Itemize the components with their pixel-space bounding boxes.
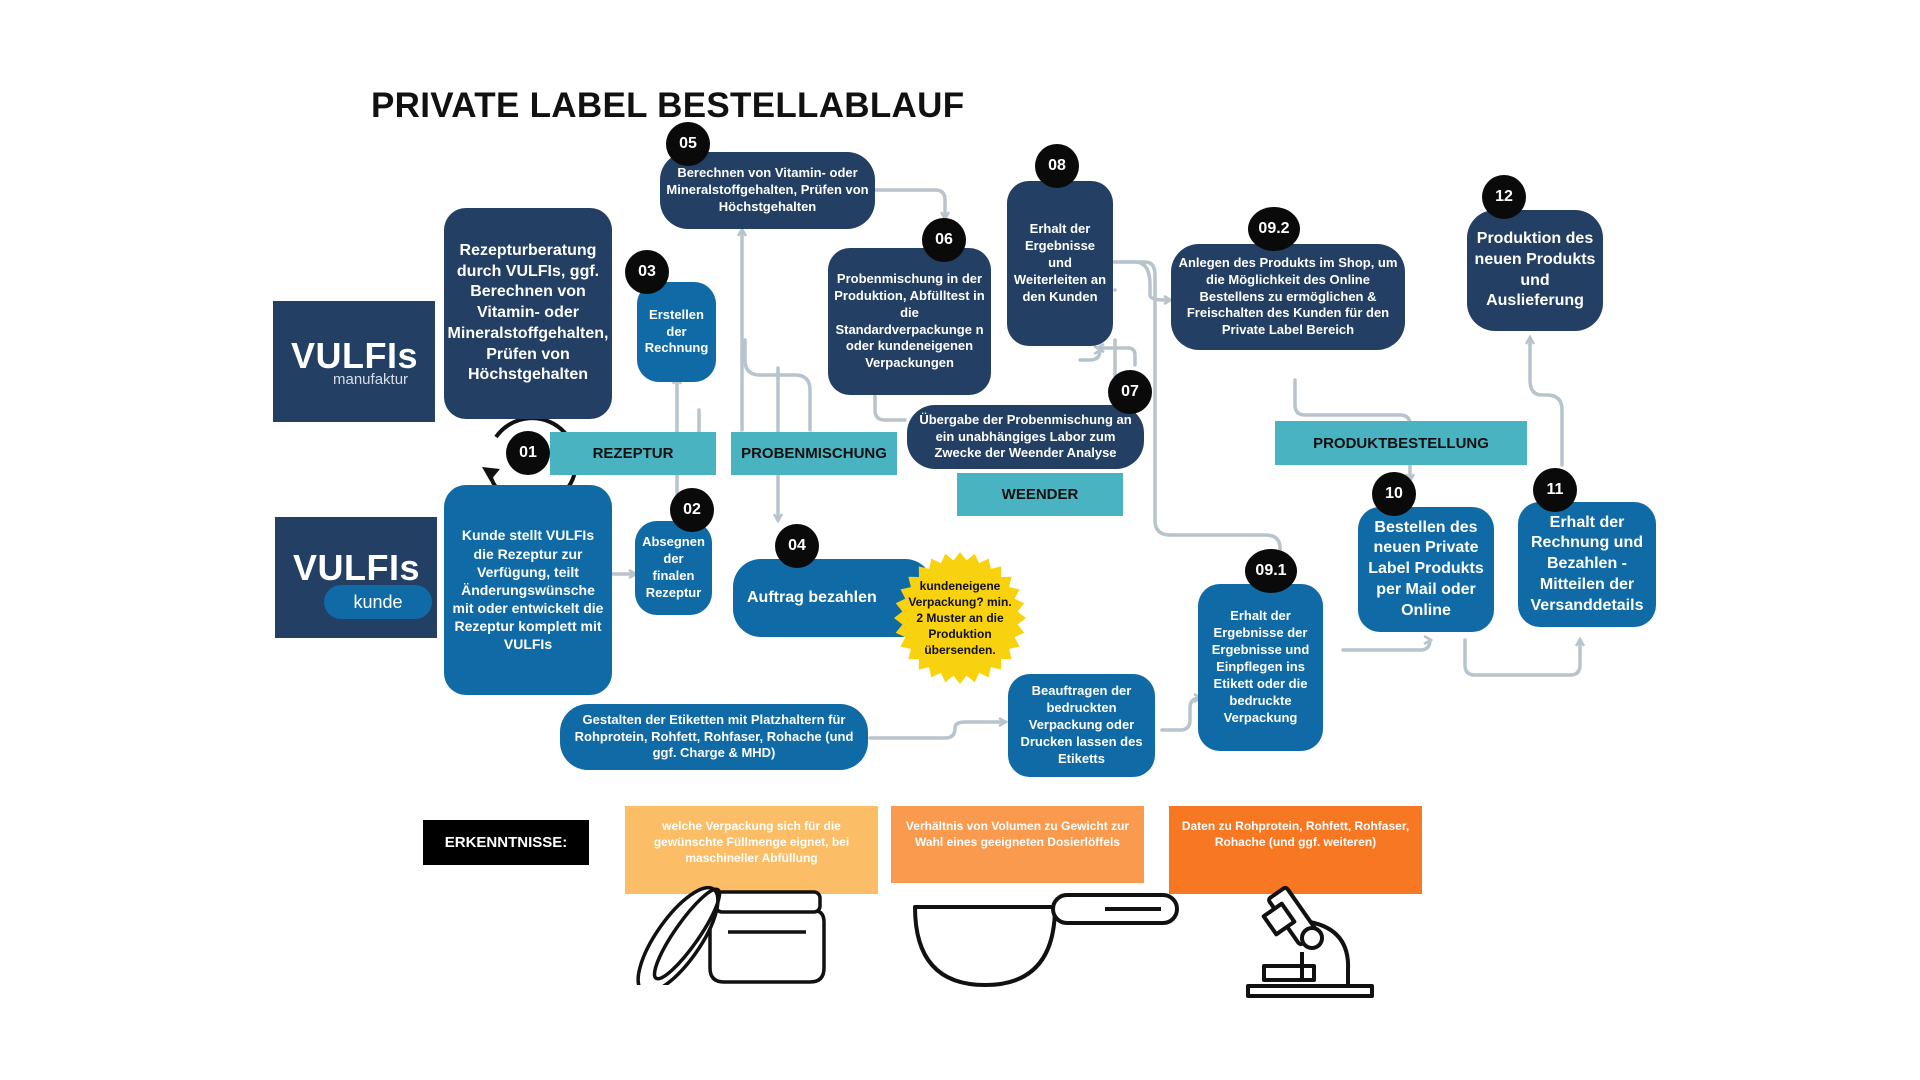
jar-icon [632, 850, 837, 985]
step-01-manufaktur-box: Rezepturberatung durch VULFIs, ggf. Bere… [444, 208, 612, 419]
logo-kunde-sub: kunde [324, 585, 432, 619]
step-09-2-number: 09.2 [1248, 207, 1300, 251]
insight-2: Verhältnis von Volumen zu Gewicht zur Wa… [891, 806, 1144, 883]
step-12-box: Produktion des neuen Produkts und Auslie… [1467, 210, 1603, 331]
step-10-number: 10 [1372, 472, 1416, 516]
step-12-number: 12 [1482, 175, 1526, 219]
step-02-box: Absegnen der finalen Rezeptur [635, 521, 712, 615]
step-08-number: 08 [1035, 144, 1079, 188]
step-06-box: Probenmischung in der Produktion, Abfüll… [828, 248, 991, 395]
step-01-kunde-box: Kunde stellt VULFIs die Rezeptur zur Ver… [444, 485, 612, 695]
logo-kunde: VULFIs kunde [275, 517, 437, 638]
phase-weender: WEENDER [957, 473, 1123, 516]
phase-produktbestellung: PRODUKTBESTELLUNG [1275, 421, 1527, 465]
step-09-2-box: Anlegen des Produkts im Shop, um die Mög… [1171, 244, 1405, 350]
step-04-label: Auftrag bezahlen [747, 588, 877, 609]
step-07-number: 07 [1108, 370, 1152, 414]
step-03-box: Erstellen der Rechnung [637, 282, 716, 382]
phase-probenmischung: PROBENMISCHUNG [731, 432, 897, 475]
logo-manufaktur: VULFIs manufaktur [273, 301, 435, 422]
page-title: PRIVATE LABEL BESTELLABLAUF [371, 86, 964, 126]
scoop-icon [905, 885, 1185, 995]
step-08-box: Erhalt der Ergebnisse und Weiterleiten a… [1007, 181, 1113, 346]
insights-label: ERKENNTNISSE: [423, 820, 589, 865]
step-09-1-number: 09.1 [1245, 549, 1297, 593]
step-11-box: Erhalt der Rechnung und Bezahlen - Mitte… [1518, 502, 1656, 627]
step-04-number: 04 [775, 524, 819, 568]
step-07-box: Übergabe der Probenmischung an ein unabh… [907, 405, 1144, 469]
logo-manufaktur-sub: manufaktur [333, 371, 408, 388]
step-01-number: 01 [506, 431, 550, 475]
step-05-number: 05 [666, 122, 710, 166]
logo-kunde-name: VULFIs [293, 547, 420, 589]
microscope-icon [1240, 880, 1380, 1000]
step-06-number: 06 [922, 218, 966, 262]
etiketten-box: Gestalten der Etiketten mit Platzhaltern… [560, 704, 868, 770]
step-03-number: 03 [625, 250, 669, 294]
phase-rezeptur: REZEPTUR [550, 432, 716, 475]
step-04-badge: kundeneigene Verpackung? min. 2 Muster a… [904, 572, 1016, 664]
step-02-number: 02 [670, 488, 714, 532]
step-11-number: 11 [1533, 468, 1577, 512]
step-09-1-box: Erhalt der Ergebnisse der Ergebnisse und… [1198, 584, 1323, 751]
step-10-box: Bestellen des neuen Private Label Produk… [1358, 507, 1494, 632]
beauftragen-box: Beauftragen der bedruckten Verpackung od… [1008, 674, 1155, 777]
